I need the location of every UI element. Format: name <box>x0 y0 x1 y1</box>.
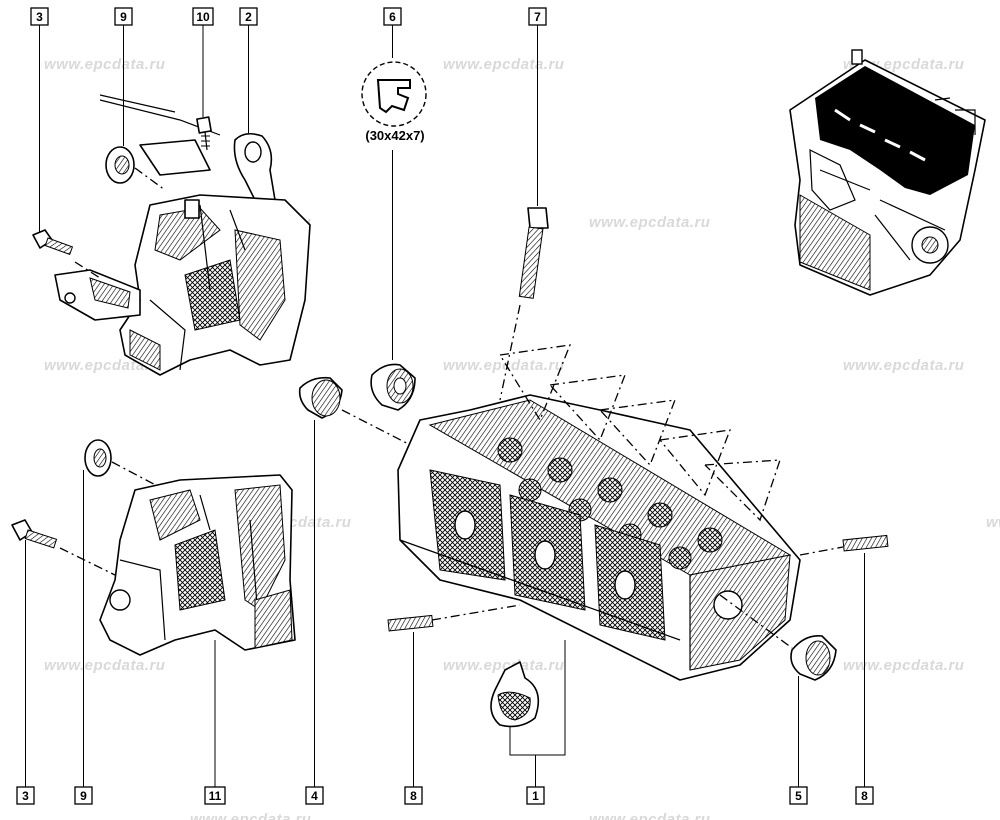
callout-8-right[interactable]: 8 <box>855 553 874 805</box>
callout-2[interactable]: 2 <box>239 7 258 133</box>
callout-label: 8 <box>410 789 417 803</box>
lower-engine-bracket <box>11 439 296 656</box>
washer-9-top <box>105 146 166 191</box>
callout-9-bottom[interactable]: 9 <box>74 470 93 805</box>
bolt-3-top <box>32 229 74 256</box>
callout-label: 3 <box>22 789 29 803</box>
callout-label: 9 <box>80 789 87 803</box>
seal-6 <box>370 363 416 411</box>
callout-label: 6 <box>389 10 396 24</box>
bolt-position-indicators <box>499 304 781 522</box>
callout-label: 10 <box>196 10 210 24</box>
watermark-text: www.epcdata.ru <box>443 657 564 674</box>
callout-4[interactable]: 4 <box>305 420 324 805</box>
parts-bag <box>490 661 540 728</box>
watermark-text: www.epcdata.ru <box>589 214 710 231</box>
watermark-text: www.epcdata.ru <box>986 514 1000 531</box>
washer-9-bottom <box>84 439 166 491</box>
callout-label: 5 <box>795 789 802 803</box>
callout-7[interactable]: 7 <box>528 7 547 206</box>
callout-6[interactable]: 6 <box>383 7 402 360</box>
callout-10[interactable]: 10 <box>192 7 214 117</box>
callout-9-top[interactable]: 9 <box>114 7 133 146</box>
callout-3-top[interactable]: 3 <box>30 7 49 232</box>
engine-overview-image <box>789 49 986 296</box>
seal-dimension-label: (30x42x7) <box>365 128 424 143</box>
upper-engine-bracket <box>32 94 311 376</box>
callout-3-bottom[interactable]: 3 <box>16 540 35 805</box>
seal-section-detail: (30x42x7) <box>361 61 427 143</box>
watermark-text: www.epcdata.ru <box>44 56 165 73</box>
callout-label: 7 <box>534 10 541 24</box>
callout-label: 8 <box>861 789 868 803</box>
callout-label: 3 <box>36 10 43 24</box>
callout-label: 9 <box>120 10 127 24</box>
callouts: 3 9 10 2 6 7 <box>16 7 874 805</box>
watermark-text: www.epcdata.ru <box>843 357 964 374</box>
seal-5 <box>719 594 837 681</box>
stud-8-right <box>799 534 889 556</box>
callout-1[interactable]: 1 <box>509 640 566 805</box>
callout-label: 11 <box>209 789 222 803</box>
callout-label: 4 <box>311 789 318 803</box>
head-bolt-7 <box>518 207 549 299</box>
watermark-text: www.epcdata.ru <box>443 357 564 374</box>
watermark-text: www.epcdata.ru <box>44 657 165 674</box>
callout-5[interactable]: 5 <box>789 676 808 805</box>
cylinder-head <box>397 394 801 681</box>
callout-8-left[interactable]: 8 <box>404 632 423 805</box>
cam-lobes <box>497 437 723 570</box>
stud-8-left <box>387 604 521 632</box>
watermark-text: www.epcdata.ru <box>190 811 311 820</box>
watermark-text: www.epcdata.ru <box>843 657 964 674</box>
bolt-3-bottom <box>11 519 116 576</box>
callout-label: 1 <box>532 789 539 803</box>
callout-11[interactable]: 11 <box>204 640 226 805</box>
callout-label: 2 <box>245 10 252 24</box>
watermark-text: www.epcdata.ru <box>443 56 564 73</box>
bolt-10 <box>196 116 212 151</box>
watermark-text: www.epcdata.ru <box>589 811 710 820</box>
